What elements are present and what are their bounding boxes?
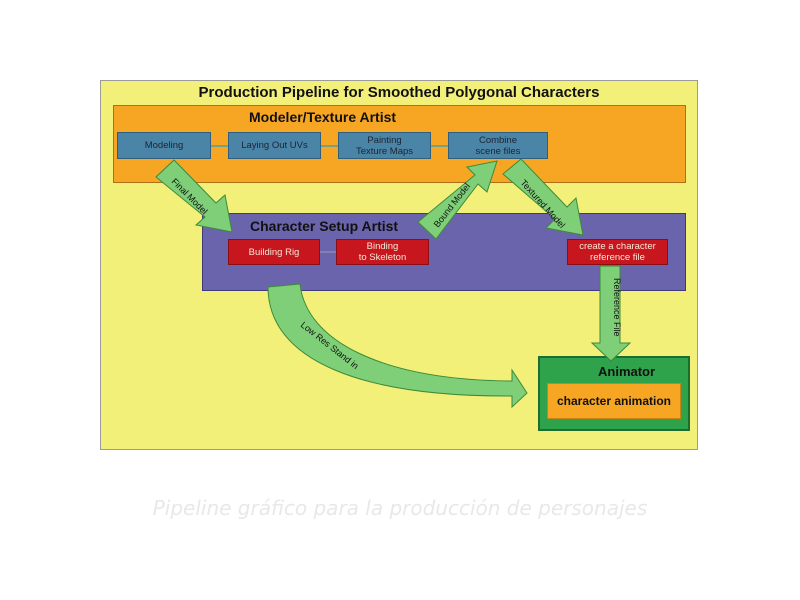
modeler-lane-title: Modeler/Texture Artist xyxy=(249,109,397,125)
step-painting-texture-maps: Painting Texture Maps xyxy=(338,132,431,159)
step-building-rig: Building Rig xyxy=(228,239,320,265)
step-modeling-label: Modeling xyxy=(144,140,184,151)
step-modeling: Modeling xyxy=(117,132,211,159)
step-building-rig-label: Building Rig xyxy=(248,246,300,258)
animator-lane-title: Animator xyxy=(598,364,656,379)
step-binding-to-skeleton: Binding to Skeleton xyxy=(336,239,429,265)
step-binding-label: Binding to Skeleton xyxy=(358,241,407,263)
step-painting-label: Painting Texture Maps xyxy=(355,134,414,157)
final-model-arrow xyxy=(155,159,233,233)
animator-lane: Animator character animation xyxy=(538,356,690,431)
caption: Pipeline gráfico para la producción de p… xyxy=(152,496,648,520)
step-laying-out-uvs: Laying Out UVs xyxy=(228,132,321,159)
reference-file-arrow xyxy=(590,265,632,362)
textured-model-arrow xyxy=(502,158,584,236)
step-laying-out-uvs-label: Laying Out UVs xyxy=(241,140,308,151)
bound-model-arrow xyxy=(417,160,498,240)
step-reference-label: create a character reference file xyxy=(579,241,656,263)
character-animation-box: character animation xyxy=(547,383,681,419)
step-create-reference-file: create a character reference file xyxy=(567,239,668,265)
setup-lane-title: Character Setup Artist xyxy=(250,218,399,234)
step-combine-label: Combine scene files xyxy=(475,134,521,157)
step-combine-scene-files: Combine scene files xyxy=(448,132,548,159)
diagram-title: Production Pipeline for Smoothed Polygon… xyxy=(198,84,600,101)
reference-file-label: Reference File xyxy=(612,278,622,337)
low-res-arrow xyxy=(267,283,528,409)
